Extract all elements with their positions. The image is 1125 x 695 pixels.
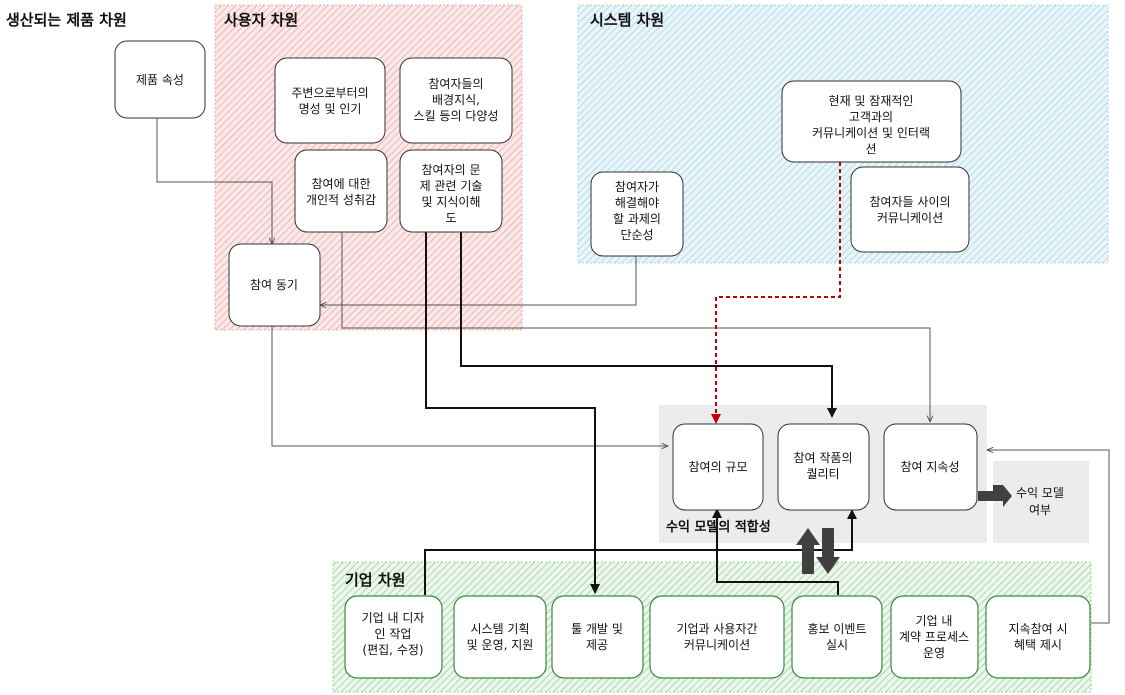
svg-text:참여 지속성: 참여 지속성 xyxy=(900,460,959,474)
svg-text:기업 내 디자인 작업(편집, 수정): 기업 내 디자인 작업(편집, 수정) xyxy=(362,611,425,657)
svg-text:지속참여 시혜택 제시: 지속참여 시혜택 제시 xyxy=(1008,622,1067,652)
node-product-attribute: 제품 속성 xyxy=(114,40,206,119)
product-to-motivation-arrow xyxy=(156,118,272,244)
svg-text:참여 동기: 참여 동기 xyxy=(250,278,298,292)
revenue-model-block-arrow xyxy=(978,485,1012,507)
system-dimension-title: 시스템 차원 xyxy=(590,11,664,29)
up-block-arrow xyxy=(796,528,820,574)
communication-to-scale-dashed-arrow xyxy=(711,162,841,424)
revenue-model-region xyxy=(993,461,1089,543)
thick-connectors xyxy=(421,221,857,595)
motivation-to-scale-arrow xyxy=(271,326,668,446)
user-dimension-title: 사용자 차원 xyxy=(224,11,298,29)
product-dimension-title: 생산되는 제품 차원 xyxy=(6,11,127,29)
node-participation-continuity: 참여 지속성 xyxy=(883,423,978,511)
promo-to-scale-arrow xyxy=(712,508,839,595)
revenue-fit-title: 수익 모델의 적합성 xyxy=(666,519,771,535)
enterprise-dimension-title: 기업 차원 xyxy=(345,571,405,589)
understanding-tool-dev-arrow xyxy=(421,221,600,594)
benefit-to-continuity-arrow xyxy=(987,450,1110,624)
svg-text:참여의 규모: 참여의 규모 xyxy=(688,460,747,474)
svg-text:제품 속성: 제품 속성 xyxy=(136,73,184,87)
node-participation-motivation: 참여 동기 xyxy=(228,243,321,327)
design-to-quality-arrow xyxy=(424,509,857,595)
svg-text:시스템 기획및 운영, 지원: 시스템 기획및 운영, 지원 xyxy=(467,622,534,652)
node-participation-scale: 참여의 규모 xyxy=(672,423,764,511)
down-block-arrow xyxy=(816,528,840,574)
achievement-to-continuity-arrow xyxy=(341,232,930,422)
svg-text:툴 개발 및제공: 툴 개발 및제공 xyxy=(571,622,623,652)
